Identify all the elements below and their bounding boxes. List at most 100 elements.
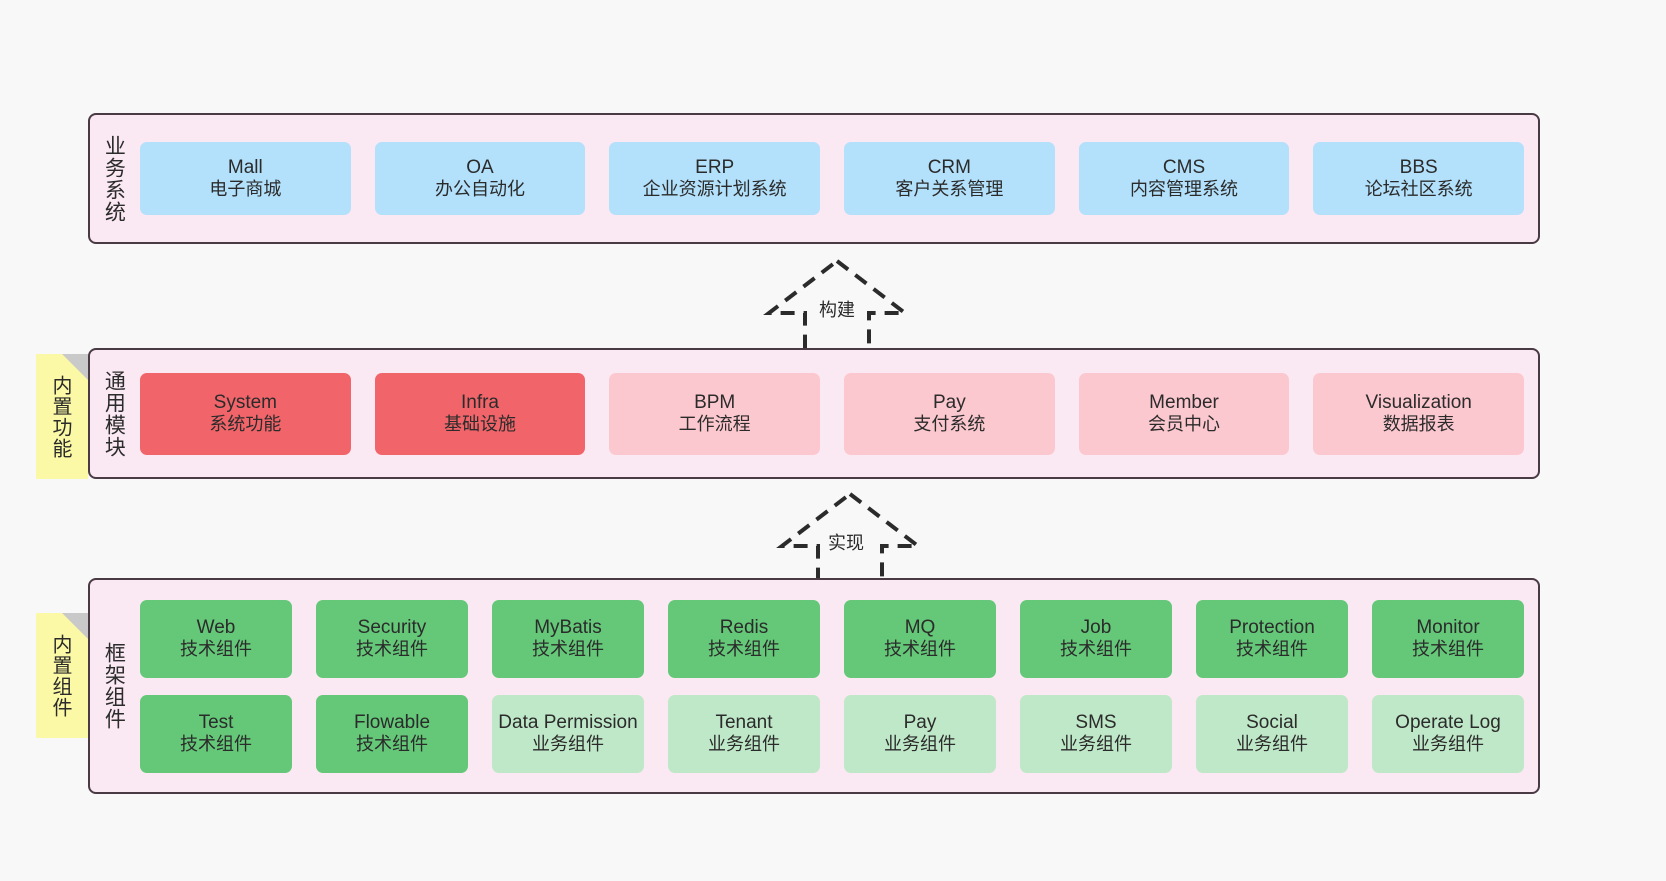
card-subtitle: 业务组件 [884,734,956,755]
card-subtitle: 技术组件 [532,639,604,660]
card-title: Monitor [1416,616,1480,638]
card-infra[interactable]: Infra 基础设施 [374,372,586,455]
card-social[interactable]: Social 业务组件 [1196,694,1348,773]
card-title: Protection [1229,616,1315,638]
note-built-in-feature: 内置功能 [36,354,88,479]
card-subtitle: 客户关系管理 [895,179,1004,200]
card-row: Test 技术组件 Flowable 技术组件 Data Permission … [140,694,1524,773]
card-title: SMS [1075,711,1117,733]
layer-business-system-title: 业务系统 [102,134,126,223]
card-title: Data Permission [498,711,638,733]
card-title: Job [1080,616,1112,638]
card-title: Web [196,616,236,638]
card-subtitle: 技术组件 [180,734,252,755]
card-operate-log[interactable]: Operate Log 业务组件 [1372,694,1524,773]
card-row: System 系统功能 Infra 基础设施 BPM 工作流程 Pay 支付系统… [140,372,1525,455]
layer-framework-component: 框架组件 Web 技术组件 Security 技术组件 MyBatis 技术组件… [88,578,1540,794]
card-title: BPM [694,391,736,413]
card-title: Member [1149,391,1219,413]
card-mall[interactable]: Mall 电子商城 [140,142,351,215]
card-bpm[interactable]: BPM 工作流程 [609,372,821,455]
card-system[interactable]: System 系统功能 [140,372,351,455]
note-built-in-component: 内置组件 [36,613,88,738]
card-redis[interactable]: Redis 技术组件 [668,599,820,678]
card-monitor[interactable]: Monitor 技术组件 [1372,599,1524,678]
card-title: Test [198,711,234,733]
card-protection[interactable]: Protection 技术组件 [1196,599,1348,678]
card-title: ERP [695,156,735,178]
layer-common-module: 通用模块 System 系统功能 Infra 基础设施 BPM 工作流程 Pay… [88,348,1540,479]
card-mq[interactable]: MQ 技术组件 [844,599,996,678]
card-subtitle: 会员中心 [1148,414,1221,435]
card-subtitle: 技术组件 [356,639,428,660]
card-oa[interactable]: OA 办公自动化 [374,142,586,215]
layer-common-module-title: 通用模块 [102,369,126,458]
card-title: BBS [1399,156,1438,178]
card-title: Social [1246,711,1298,733]
card-subtitle: 技术组件 [884,639,956,660]
card-subtitle: 业务组件 [1412,734,1484,755]
card-title: CRM [927,156,971,178]
card-title: Operate Log [1395,711,1501,733]
note-label: 内置组件 [49,633,71,718]
card-subtitle: 业务组件 [1236,734,1308,755]
arrow-build-label: 构建 [819,300,855,320]
card-subtitle: 办公自动化 [435,179,525,200]
card-subtitle: 支付系统 [913,414,986,435]
card-bbs[interactable]: BBS 论坛社区系统 [1313,142,1525,215]
card-tenant[interactable]: Tenant 业务组件 [668,694,820,773]
card-subtitle: 业务组件 [708,734,780,755]
card-sms[interactable]: SMS 业务组件 [1020,694,1172,773]
card-erp[interactable]: ERP 企业资源计划系统 [609,142,821,215]
note-label: 内置功能 [49,374,71,459]
card-title: Tenant [715,711,773,733]
card-subtitle: 业务组件 [532,734,604,755]
card-subtitle: 技术组件 [1412,639,1484,660]
arrow-implement: 实现 [770,490,930,588]
card-test[interactable]: Test 技术组件 [140,694,292,773]
card-subtitle: 技术组件 [708,639,780,660]
arrow-implement-label: 实现 [828,533,864,553]
card-subtitle: 技术组件 [356,734,428,755]
layer-business-system: 业务系统 Mall 电子商城 OA 办公自动化 ERP 企业资源计划系统 CRM… [88,113,1540,244]
card-pay-component[interactable]: Pay 业务组件 [844,694,996,773]
card-title: Pay [903,711,937,733]
card-title: Infra [460,391,500,413]
card-mybatis[interactable]: MyBatis 技术组件 [492,599,644,678]
card-visualization[interactable]: Visualization 数据报表 [1313,372,1525,455]
card-data-permission[interactable]: Data Permission 业务组件 [492,694,644,773]
card-title: Visualization [1365,391,1472,413]
card-web[interactable]: Web 技术组件 [140,599,292,678]
card-subtitle: 电子商城 [209,179,282,200]
card-subtitle: 业务组件 [1060,734,1132,755]
card-title: Security [357,616,427,638]
layer-business-system-body: Mall 电子商城 OA 办公自动化 ERP 企业资源计划系统 CRM 客户关系… [136,115,1538,242]
card-crm[interactable]: CRM 客户关系管理 [844,142,1055,215]
card-security[interactable]: Security 技术组件 [316,599,468,678]
layer-framework-component-title: 框架组件 [102,642,126,730]
layer-framework-component-body: Web 技术组件 Security 技术组件 MyBatis 技术组件 Redi… [136,580,1538,792]
layer-common-module-body: System 系统功能 Infra 基础设施 BPM 工作流程 Pay 支付系统… [136,350,1538,477]
card-subtitle: 基础设施 [444,414,516,435]
card-subtitle: 论坛社区系统 [1364,179,1473,200]
card-title: MyBatis [534,616,602,638]
card-subtitle: 系统功能 [209,414,282,435]
card-title: CMS [1162,156,1206,178]
card-cms[interactable]: CMS 内容管理系统 [1078,142,1290,215]
card-row: Web 技术组件 Security 技术组件 MyBatis 技术组件 Redi… [140,599,1524,678]
card-subtitle: 技术组件 [180,639,252,660]
card-member[interactable]: Member 会员中心 [1078,372,1290,455]
card-pay[interactable]: Pay 支付系统 [844,372,1055,455]
card-title: Pay [932,391,966,413]
arrow-build: 构建 [757,257,917,355]
card-title: OA [466,156,494,178]
card-title: MQ [904,616,936,638]
card-title: System [213,391,278,413]
card-job[interactable]: Job 技术组件 [1020,599,1172,678]
card-row: Mall 电子商城 OA 办公自动化 ERP 企业资源计划系统 CRM 客户关系… [140,142,1525,215]
card-title: Flowable [353,711,431,733]
card-subtitle: 技术组件 [1060,639,1132,660]
card-flowable[interactable]: Flowable 技术组件 [316,694,468,773]
card-subtitle: 技术组件 [1236,639,1308,660]
